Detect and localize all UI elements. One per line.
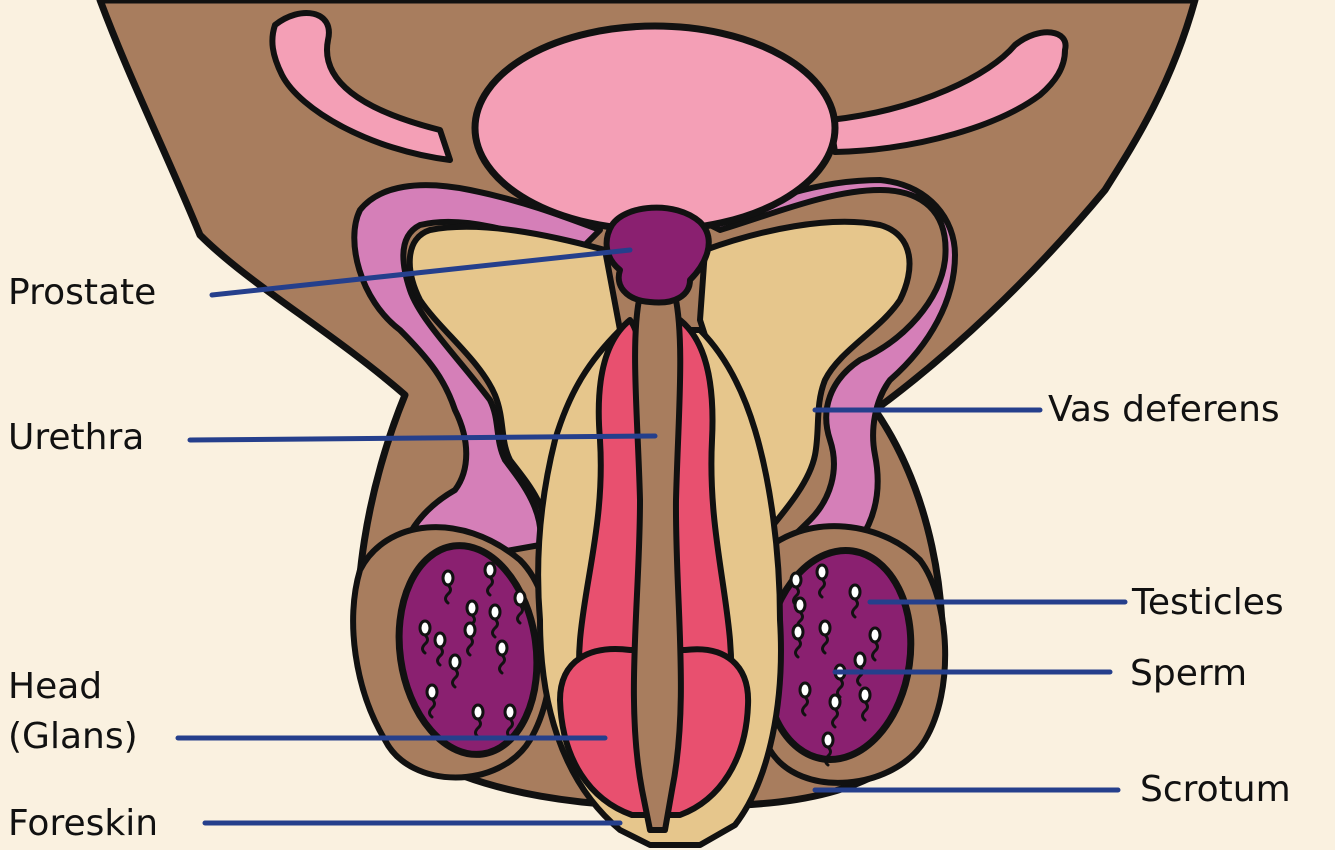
vas-deferens-label: Vas deferens [1048, 390, 1280, 430]
foreskin-label: Foreskin [8, 804, 158, 844]
head-label: Head [8, 667, 102, 707]
sperm-label: Sperm [1130, 654, 1247, 694]
bladder [475, 26, 835, 230]
testicles-label: Testicles [1132, 583, 1284, 623]
urethra [634, 295, 681, 830]
urethra-label: Urethra [8, 418, 144, 458]
glans-label: (Glans) [8, 717, 138, 757]
scrotum-label: Scrotum [1140, 770, 1291, 810]
prostate-label: Prostate [8, 273, 156, 313]
